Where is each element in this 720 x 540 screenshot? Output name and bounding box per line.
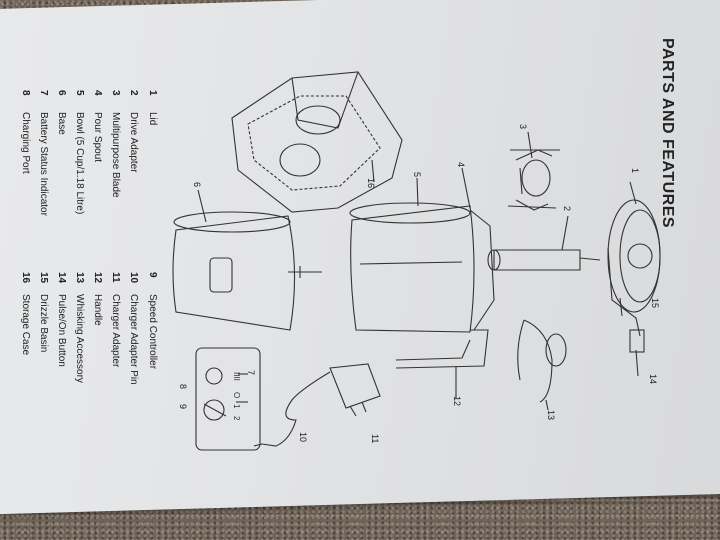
speed-mark: 1 <box>232 404 241 409</box>
callout-4: 4 <box>456 162 466 168</box>
callout-6: 6 <box>192 182 202 188</box>
callout-15: 15 <box>650 298 660 309</box>
charger-drawing <box>253 363 381 447</box>
callout-3: 3 <box>518 124 528 130</box>
battery-indicator-label: IIII <box>232 372 241 381</box>
drive-adapter-drawing <box>487 249 601 271</box>
callout-16: 16 <box>366 178 376 189</box>
callout-14: 14 <box>648 374 658 385</box>
callout-11: 11 <box>370 434 380 444</box>
callout-9: 9 <box>178 404 188 410</box>
blade-drawing <box>507 149 560 211</box>
callout-1: 1 <box>630 168 640 174</box>
callout-8: 8 <box>178 384 188 390</box>
control-panel-drawing <box>195 347 261 451</box>
callout-7: 7 <box>246 370 256 376</box>
bowl-drawing <box>349 202 495 369</box>
whisk-drawing <box>517 319 567 403</box>
callout-12: 12 <box>452 396 462 407</box>
callout-5: 5 <box>412 172 422 178</box>
speed-mark: O <box>232 392 241 398</box>
storage-case-drawing <box>231 71 403 213</box>
base-drawing <box>172 211 322 331</box>
speed-mark: 2 <box>232 416 241 421</box>
callout-13: 13 <box>546 410 556 421</box>
callout-2: 2 <box>562 206 572 212</box>
lid-drawing <box>607 199 661 353</box>
callout-10: 10 <box>298 432 308 443</box>
